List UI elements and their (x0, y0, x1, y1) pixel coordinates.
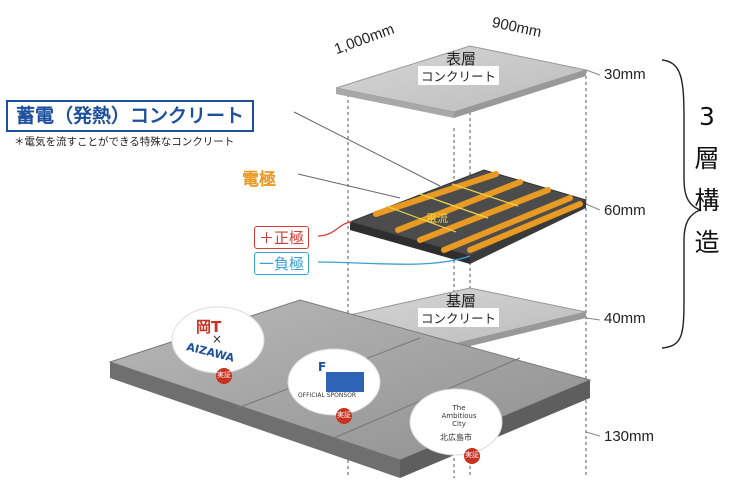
middle-layer-slab (348, 169, 588, 264)
pad-3-logo-text: 北広島市 (440, 433, 472, 442)
top-layer-sub: コンクリート (418, 66, 500, 85)
negative-label: 一負極 (254, 252, 310, 275)
pad-1-logo-circle (171, 306, 265, 384)
electrode-label: 電極 (242, 170, 276, 190)
base-layer-sub: コンクリート (418, 308, 500, 327)
pad-3-logo-circle (409, 388, 503, 464)
structure-char-3: 構 (694, 186, 720, 215)
note-text: ＊電気を流すことができる特殊なコンクリート (14, 136, 235, 148)
structure-char-4: 造 (694, 228, 720, 257)
title-leader (293, 111, 441, 187)
structure-char-1: 3 (699, 102, 715, 131)
pad-1-logo-top: 岡T (196, 318, 222, 336)
current-arrows (385, 183, 519, 233)
base-layer-name: 基層 (446, 292, 477, 310)
positive-label: ＋正極 (254, 226, 310, 249)
top-thickness: 30mm (604, 66, 646, 83)
pad-2-logo-top: F (318, 360, 327, 374)
title-label: 蓄電（発熱）コンクリート (6, 100, 255, 132)
pad-1-badge: 実証 (217, 371, 231, 379)
structure-label: 3 層 構 造 (690, 96, 724, 264)
wire-lines (317, 221, 471, 265)
structure-char-2: 層 (694, 144, 720, 173)
electrode-strips (373, 171, 583, 253)
total-thickness: 130mm (604, 428, 655, 445)
structure-brace (661, 59, 702, 349)
base-thickness: 40mm (604, 310, 646, 327)
pad-2-logo-circle (287, 348, 381, 424)
middle-thickness: 60mm (604, 202, 646, 219)
dimension-leaders (585, 69, 601, 437)
top-layer-name: 表層 (446, 50, 477, 68)
pad-2-badge: 実証 (337, 411, 351, 419)
current-label: 電流 (426, 212, 448, 225)
pad-2-logo-text: OFFICIAL SPONSOR (298, 392, 357, 399)
electrode-leader (297, 173, 401, 199)
pad-3-logo-top: The Ambitious City (441, 404, 477, 428)
pad-3-badge: 実証 (465, 451, 479, 459)
pad-1-logo-mid: × (212, 332, 223, 346)
